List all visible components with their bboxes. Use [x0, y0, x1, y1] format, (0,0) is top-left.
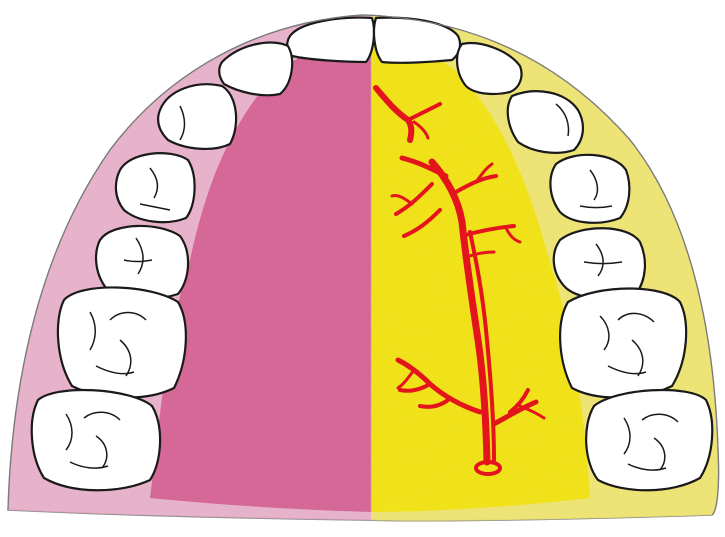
- tooth-premolar-1-left: [116, 153, 195, 222]
- tooth-premolar-1-right: [550, 155, 629, 223]
- tooth-molar-2-right: [586, 390, 712, 490]
- tooth-central-incisor-right: [374, 18, 460, 63]
- tooth-molar-1-right: [560, 289, 686, 398]
- tooth-molar-2-left: [32, 390, 160, 490]
